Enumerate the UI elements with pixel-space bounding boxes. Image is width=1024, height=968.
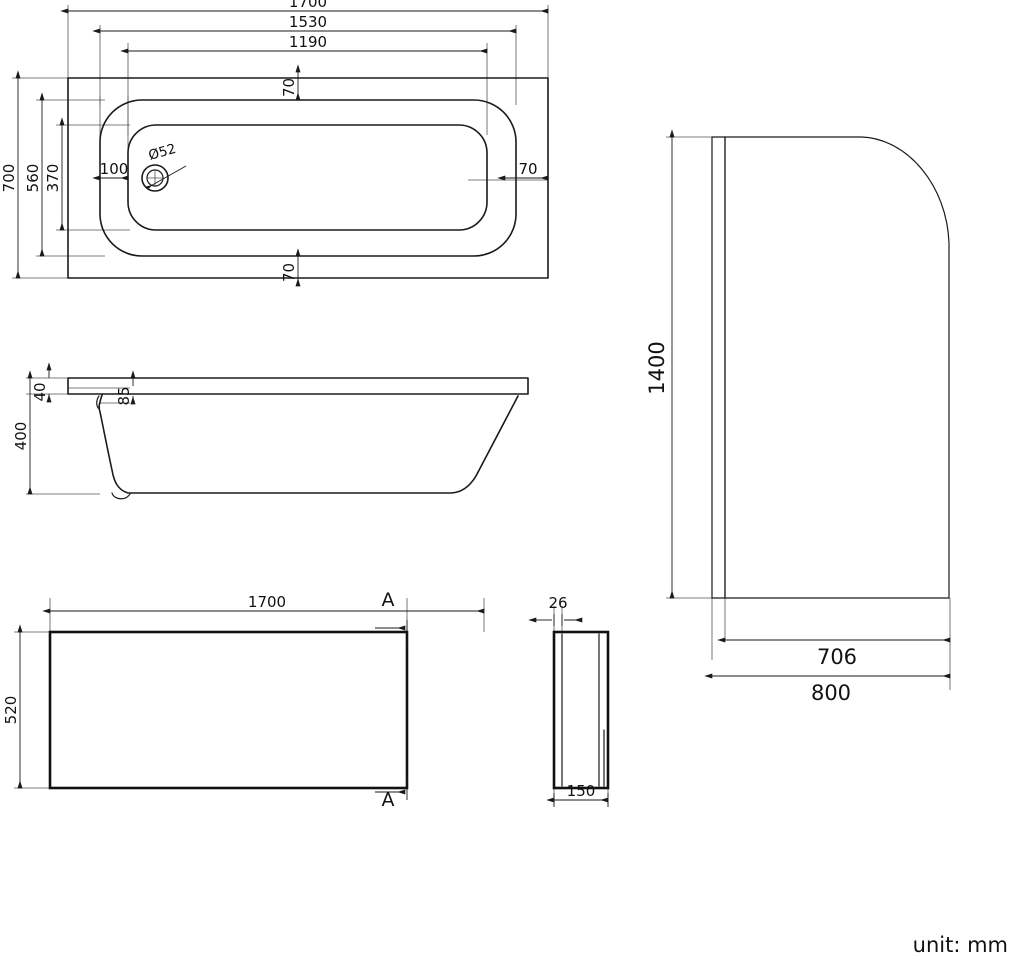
section-line-a-a: A A [375, 589, 408, 811]
drain-diameter-label: Ø52 [147, 141, 178, 164]
bath-section-foot [111, 492, 131, 500]
bath-section-dimensions: 40 400 85 [12, 362, 136, 495]
bath-plan-rim-top-dimension: 70 [280, 64, 301, 101]
dim-panel-thickness: 26 [548, 594, 567, 612]
dim-rim-right-offset: 70 [518, 160, 537, 178]
bath-drain-detail: Ø52 [141, 141, 187, 192]
dim-inner-basin-length: 1190 [289, 33, 327, 51]
dim-overall-length: 1700 [289, 0, 327, 11]
bath-plan-rim-bottom-dimension: 70 [280, 248, 301, 287]
bath-panel-dimensions: 1700 520 [2, 593, 485, 789]
dim-drain-offset-left: 100 [100, 160, 129, 178]
view-bath-panel: A A 1700 520 [2, 589, 485, 811]
view-panel-section-aa: 26 150 [528, 594, 610, 807]
bath-plan-width-dimensions: 700 560 370 [0, 70, 65, 279]
bath-outer-outline [67, 77, 549, 279]
bath-section-rim [67, 377, 529, 395]
dim-rim-top-offset: 70 [280, 78, 298, 97]
dim-inner-basin-width: 370 [44, 164, 62, 193]
bath-section-extension-lines [26, 377, 130, 495]
dim-screen-overall-width: 800 [811, 681, 851, 705]
bath-basin-outline [127, 124, 488, 231]
view-bath-screen: 1400 706 800 [645, 129, 951, 705]
dim-inner-rim-length: 1530 [289, 13, 327, 31]
panel-section-body [552, 630, 610, 790]
dim-rim-thickness: 40 [31, 382, 49, 401]
dim-overall-width: 700 [0, 164, 18, 193]
dim-rim-inset: 85 [115, 386, 133, 405]
dim-inner-rim-width: 560 [24, 164, 42, 193]
dim-panel-height: 520 [2, 696, 20, 725]
bath-screen-hinge-post [711, 136, 726, 599]
bath-section-rim-lip [96, 395, 100, 410]
dim-panel-depth: 150 [567, 782, 596, 800]
bath-section-profile [98, 394, 519, 494]
bath-plan-rim-right-dimension: 70 [497, 160, 549, 181]
view-bath-plan: Ø52 1700 1530 1190 700 560 370 100 [0, 0, 549, 287]
dim-bath-height: 400 [12, 422, 30, 451]
bath-panel-extension-lines [14, 598, 485, 789]
section-mark-a-top: A [382, 589, 395, 611]
panel-section-dimensions: 26 150 [528, 594, 609, 807]
view-bath-section: 40 400 85 [12, 362, 529, 500]
bath-screen-dimensions: 1400 706 800 [645, 129, 951, 705]
unit-note: unit: mm [913, 933, 1008, 957]
bath-plan-drain-offset-dimension: 100 [92, 160, 129, 181]
bath-screen-extension-lines [666, 136, 951, 690]
dim-panel-length: 1700 [248, 593, 286, 611]
bath-screen-glass [724, 136, 950, 599]
bath-panel-outline [48, 630, 409, 790]
dim-screen-glass-width: 706 [817, 645, 857, 669]
section-mark-a-bottom: A [382, 789, 395, 811]
dim-rim-bottom-offset: 70 [280, 263, 298, 282]
bath-plan-extension-lines [12, 5, 549, 279]
dim-screen-height: 1400 [645, 341, 669, 394]
bath-plan-length-dimensions: 1700 1530 1190 [60, 0, 549, 54]
